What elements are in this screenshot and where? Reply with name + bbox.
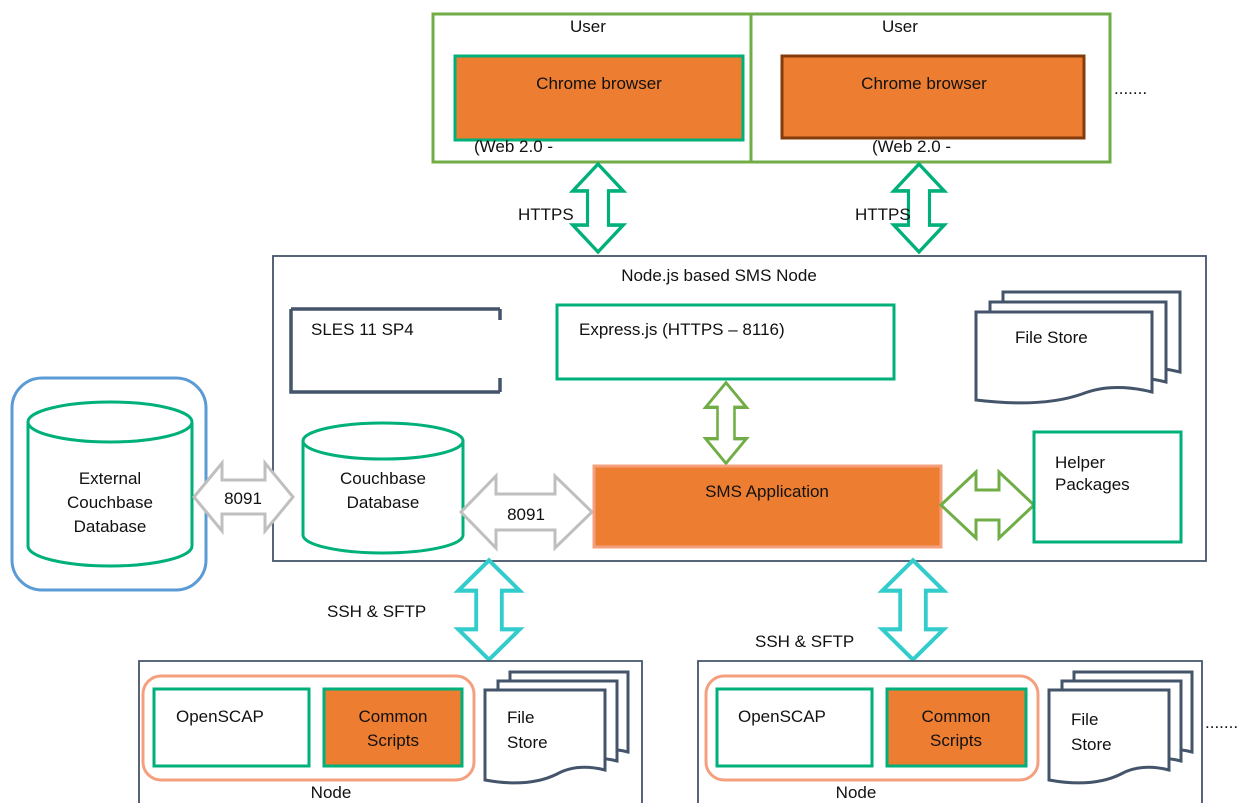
ssh-label: SSH & SFTP bbox=[755, 632, 854, 651]
external-db-line-3: Database bbox=[74, 517, 147, 536]
ssh-arrow-2 bbox=[882, 560, 943, 659]
express-label: Express.js (HTTPS – 8116) bbox=[579, 320, 785, 339]
chrome-browser-box bbox=[453, 54, 745, 142]
chrome-browser-label: Chrome browser bbox=[861, 74, 987, 93]
common-scripts-box bbox=[322, 687, 464, 768]
nodes-ellipsis: ....... bbox=[1205, 713, 1238, 732]
web-subtitle: (Web 2.0 - bbox=[474, 137, 553, 156]
port-label: 8091 bbox=[507, 505, 545, 524]
couchbase-label-line-2: Database bbox=[347, 493, 420, 512]
https-arrow-1 bbox=[570, 162, 626, 254]
ssh-arrow-1 bbox=[458, 560, 519, 659]
https-label: HTTPS bbox=[855, 205, 911, 224]
common-scripts-box bbox=[885, 687, 1028, 768]
common-scripts-line-2: Scripts bbox=[367, 731, 419, 750]
openscap-label: OpenSCAP bbox=[176, 707, 264, 726]
internal-8091-arrow: 8091 bbox=[458, 472, 595, 552]
file-store-line-1: File bbox=[1071, 710, 1098, 729]
chrome-browser-label: Chrome browser bbox=[536, 74, 662, 93]
couchbase-label-line-1: Couchbase bbox=[340, 469, 426, 488]
user-title: User bbox=[570, 17, 606, 36]
node-title: Node bbox=[311, 783, 352, 802]
express-box bbox=[555, 303, 896, 381]
openscap-box bbox=[715, 687, 874, 768]
helper-label-line-1: Helper bbox=[1055, 453, 1105, 472]
web-subtitle: (Web 2.0 - bbox=[872, 137, 951, 156]
couchbase-db: Couchbase Database bbox=[301, 421, 465, 555]
common-scripts-line-1: Common bbox=[922, 707, 991, 726]
port-label: 8091 bbox=[224, 489, 262, 508]
helper-packages-box bbox=[1032, 430, 1183, 544]
node-box-1: Node OpenSCAP Common Scripts File Store bbox=[138, 660, 643, 803]
users-ellipsis: ....... bbox=[1114, 79, 1147, 98]
sles-label: SLES 11 SP4 bbox=[311, 320, 414, 339]
sles-box: SLES 11 SP4 bbox=[289, 307, 502, 394]
file-store-line-2: Store bbox=[1071, 735, 1112, 754]
https-label: HTTPS bbox=[518, 205, 574, 224]
common-scripts-line-2: Scripts bbox=[930, 731, 982, 750]
file-store-icon bbox=[974, 290, 1182, 405]
external-db-line-2: Couchbase bbox=[67, 493, 153, 512]
sms-application-box bbox=[592, 464, 943, 549]
user-title: User bbox=[882, 17, 918, 36]
sms-node-title: Node.js based SMS Node bbox=[621, 266, 817, 285]
openscap-box bbox=[152, 687, 311, 768]
file-store-label: File Store bbox=[1015, 328, 1088, 347]
external-8091-arrow: 8091 bbox=[192, 458, 295, 536]
node-box-2: Node OpenSCAP Common Scripts File Store bbox=[697, 660, 1203, 803]
openscap-label: OpenSCAP bbox=[738, 707, 826, 726]
chrome-browser-box bbox=[780, 54, 1086, 140]
node-file-store-icon bbox=[1047, 670, 1194, 785]
sms-application-label: SMS Application bbox=[705, 482, 829, 501]
file-store-line-2: Store bbox=[507, 733, 548, 752]
file-store-line-1: File bbox=[507, 708, 534, 727]
node-title: Node bbox=[836, 783, 877, 802]
helper-label-line-2: Packages bbox=[1055, 475, 1130, 494]
user-box-2: User Chrome browser (Web 2.0 - bbox=[749, 12, 1112, 164]
external-couchbase-db: External Couchbase Database bbox=[26, 400, 194, 568]
user-box-1: User Chrome browser (Web 2.0 - bbox=[431, 12, 769, 164]
common-scripts-line-1: Common bbox=[359, 707, 428, 726]
node-file-store-icon bbox=[483, 670, 630, 785]
ssh-label: SSH & SFTP bbox=[327, 602, 426, 621]
external-db-line-1: External bbox=[79, 469, 141, 488]
